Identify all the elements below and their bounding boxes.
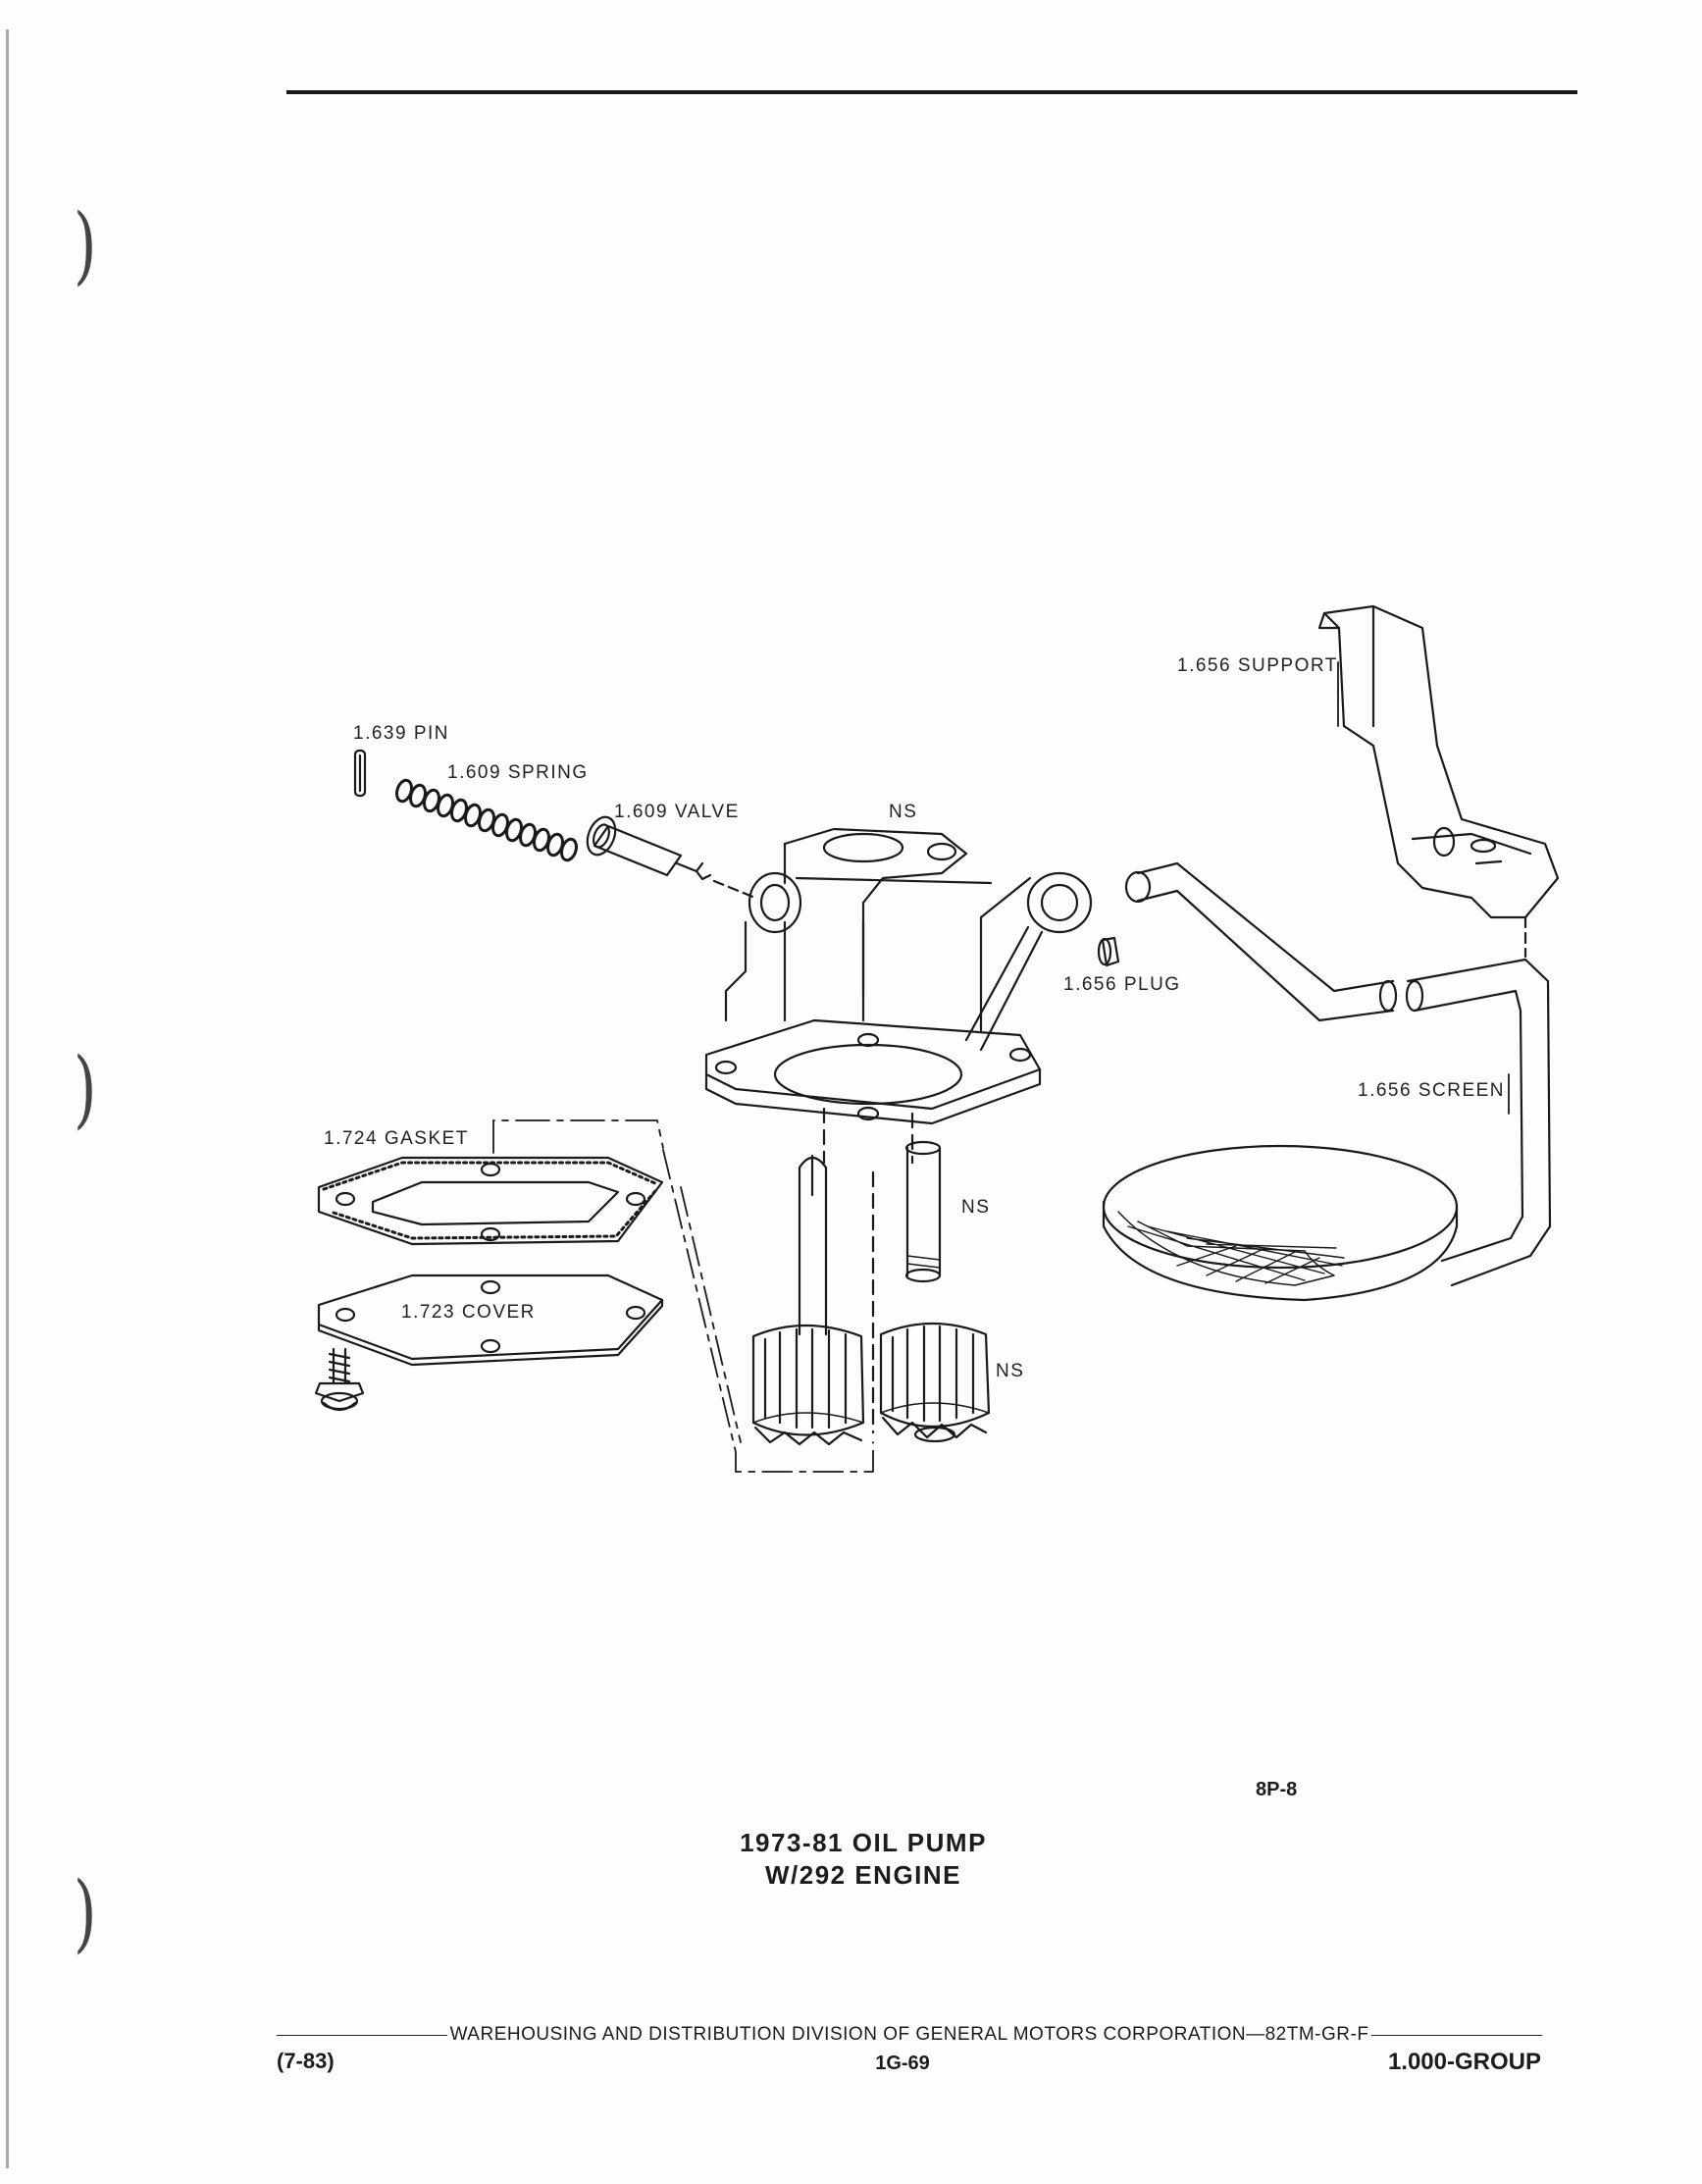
label-support: 1.656 SUPPORT — [1177, 655, 1338, 676]
figure-caption-line1: 1973-81 OIL PUMP — [740, 1828, 987, 1857]
label-spring: 1.609 SPRING — [447, 762, 589, 783]
footer-rule-right — [1371, 2034, 1542, 2036]
page-edge — [6, 29, 9, 2168]
spring-coil — [560, 837, 578, 862]
cover-part — [317, 1274, 664, 1367]
footer-group: 1.000-GROUP — [1387, 2049, 1541, 2075]
binder-hole: ) — [74, 1040, 97, 1138]
binder-hole: ) — [74, 1864, 97, 1962]
spring-part — [395, 778, 578, 862]
footer-division-line: WAREHOUSING AND DISTRIBUTION DIVISION OF… — [277, 2024, 1542, 2046]
bolt-part — [314, 1347, 365, 1412]
gasket-callout-lines — [492, 1119, 874, 1473]
footer-page-number: 1G-69 — [875, 2053, 930, 2074]
gasket-part — [317, 1156, 664, 1246]
plug-part — [1097, 936, 1120, 967]
label-valve: 1.609 VALVE — [614, 802, 740, 822]
label-cover: 1.723 COVER — [401, 1302, 536, 1323]
idler-gear-part — [871, 1140, 991, 1443]
pin-part — [353, 749, 367, 798]
pump-body-part — [704, 827, 1093, 1165]
footer-date: (7-83) — [277, 2049, 335, 2073]
footer-division: WAREHOUSING AND DISTRIBUTION DIVISION OF… — [449, 2024, 1369, 2045]
support-part — [1317, 604, 1560, 959]
figure-caption-line2: W/292 ENGINE — [764, 1860, 962, 1890]
drive-gear-part — [751, 1154, 865, 1446]
valve-part — [586, 815, 757, 900]
screen-part — [1102, 861, 1552, 1302]
label-pin: 1.639 PIN — [353, 723, 449, 744]
footer-rule-left — [277, 2034, 447, 2036]
label-ns-shaft: NS — [961, 1197, 991, 1218]
label-gasket: 1.724 GASKET — [324, 1128, 469, 1149]
header-rule — [286, 90, 1577, 94]
binder-hole: ) — [74, 196, 97, 294]
figure-code: 8P-8 — [1256, 1779, 1298, 1800]
label-plug: 1.656 PLUG — [1063, 974, 1181, 995]
label-ns-body: NS — [889, 802, 918, 822]
label-ns-gear: NS — [996, 1361, 1025, 1381]
label-screen: 1.656 SCREEN — [1358, 1080, 1506, 1101]
leader-lines — [1337, 661, 1510, 1115]
